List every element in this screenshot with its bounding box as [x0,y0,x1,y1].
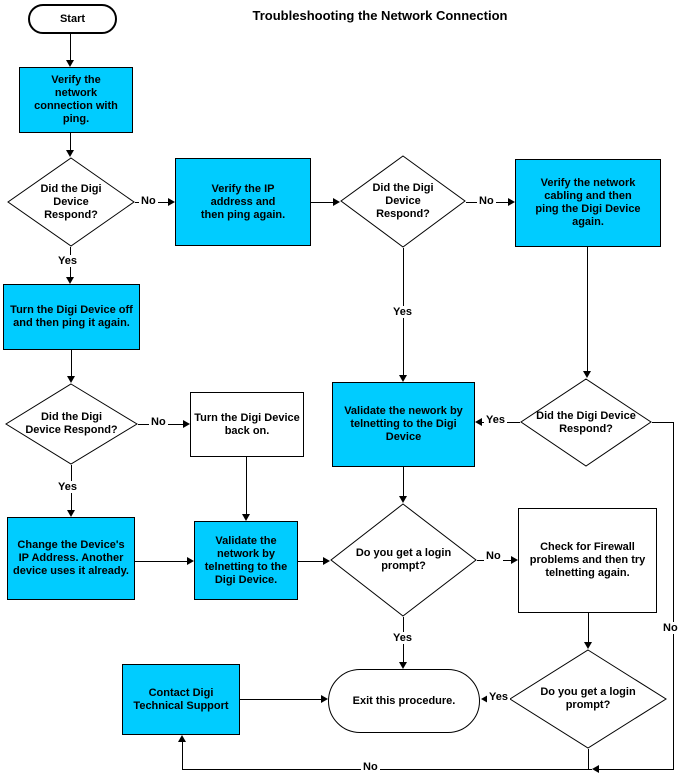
arrowhead [584,642,592,649]
arrowhead [475,418,482,426]
node-label: Validate the nework by telnetting to the… [344,405,463,443]
arrowhead [67,376,75,383]
node-label: Did the Digi Device Respond? [536,409,636,435]
arrowhead [183,420,190,428]
decision-did-digi-device-respond-3: Did the Digi Device Respond? [5,383,138,465]
process-verify-network-cabling: Verify the network cabling and then ping… [515,159,661,247]
decision-did-digi-device-respond-1: Did the Digi Device Respond? [7,157,135,247]
node-label: Validate the network by telnetting to th… [204,534,288,586]
process-turn-digi-device-off: Turn the Digi Device off and then ping i… [3,284,140,350]
terminator-exit-procedure: Exit this procedure. [328,669,480,733]
diamond-shape [7,157,135,247]
node-label: Verify the network cabling and then ping… [535,177,641,228]
connector-line [70,34,71,61]
arrowhead [168,198,175,206]
node-label: Turn the Digi Device back on. [194,411,300,437]
node-label: Exit this procedure. [352,694,456,707]
arrowhead [66,277,74,284]
process-validate-network-telnet-2: Validate the network by telnetting to th… [194,521,298,600]
node-label: Start [59,12,86,25]
process-verify-ping: Verify the network connection with ping. [19,67,133,133]
diamond-shape [520,378,652,467]
arrowhead [583,371,591,378]
arrowhead [66,60,74,67]
arrowhead [66,150,74,157]
connector-line [71,350,72,376]
node-label: Did the Digi Device Respond? [40,182,102,221]
process-verify-ip-address: Verify the IP address and then ping agai… [175,158,311,246]
diamond-shape [509,649,667,749]
node-label: Verify the network connection with ping. [34,74,118,125]
connector-line [652,422,674,423]
node-label: Did the Digi Device Respond? [372,182,434,220]
connector-line [246,457,247,514]
connector-line [298,561,323,562]
node-label: Did the Digi Device Respond? [25,411,118,436]
edge-label-no: No [361,761,380,773]
arrowhead [399,496,407,503]
connector-line [587,247,588,371]
diamond-shape [340,155,466,248]
edge-label-no: No [149,416,168,428]
decision-login-prompt-1: Do you get a login prompt? [330,503,477,617]
process-contact-digi-support: Contact Digi Technical Support [122,664,240,735]
node-label: Verify the IP address and then ping agai… [200,182,286,221]
connector-line [588,749,589,770]
node-label: Change the Device's IP Address. Another … [13,539,129,577]
process-validate-network-telnet-main: Validate the nework by telnetting to the… [332,382,475,467]
connector-line [182,737,183,770]
connector-line [673,422,674,770]
connector-line [403,467,404,496]
node-label: Contact Digi Technical Support [133,686,229,712]
arrowhead [187,557,194,565]
node-label: Do you get a login prompt? [355,547,452,572]
process-change-device-ip-address: Change the Device's IP Address. Another … [7,517,135,600]
arrowhead [399,662,407,669]
arrowhead [399,375,407,382]
connector-line [311,202,333,203]
diagram-title: Troubleshooting the Network Connection [252,8,508,23]
process-check-firewall: Check for Firewall problems and then try… [518,508,657,613]
connector-line [70,133,71,151]
arrowhead [481,695,488,703]
connector-line [182,769,592,770]
edge-label-yes: Yes [487,691,510,703]
arrowhead [592,765,599,773]
terminator-start: Start [28,4,117,34]
process-turn-digi-device-back-on: Turn the Digi Device back on. [190,392,304,457]
arrowhead [67,510,75,517]
decision-did-digi-device-respond-4: Did the Digi Device Respond? [520,378,652,467]
arrowhead [323,557,330,565]
edge-label-yes: Yes [391,306,414,318]
connector-line [135,561,187,562]
edge-label-yes: Yes [484,414,507,426]
connector-line [599,769,674,770]
arrowhead [333,198,340,206]
arrowhead [321,695,328,703]
diamond-shape [330,503,477,617]
decision-login-prompt-2: Do you get a login prompt? [509,649,667,749]
edge-label-no: No [661,622,680,634]
arrowhead [508,198,515,206]
node-label: Check for Firewall problems and then try… [529,541,646,579]
node-label: Do you get a login prompt? [540,686,636,711]
connector-line [240,699,321,700]
edge-label-no: No [139,195,158,207]
diamond-shape [5,383,138,465]
edge-label-yes: Yes [56,481,79,493]
edge-label-no: No [484,550,503,562]
decision-did-digi-device-respond-2: Did the Digi Device Respond? [340,155,466,248]
arrowhead [178,735,186,742]
node-label: Turn the Digi Device off and then ping i… [10,304,133,329]
arrowhead [511,556,518,564]
edge-label-yes: Yes [56,255,79,267]
connector-line [588,613,589,642]
edge-label-yes: Yes [391,632,414,644]
arrowhead [242,514,250,521]
edge-label-no: No [477,195,496,207]
